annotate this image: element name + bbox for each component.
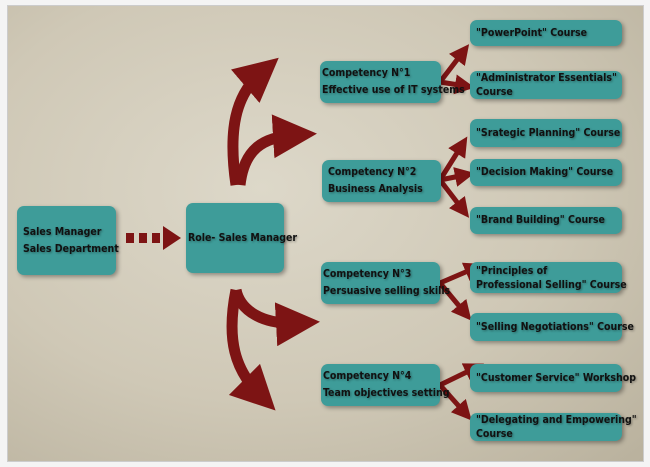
course-label: "Administrator Essentials"	[476, 72, 617, 84]
course-3: "Srategic Planning" Course	[470, 119, 622, 147]
course-2: "Administrator Essentials" Course	[470, 71, 622, 99]
course-8: "Customer Service" Workshop	[470, 364, 636, 392]
course-label-2: Professional Selling" Course	[476, 278, 627, 291]
role-box: Role- Sales Manager	[186, 203, 298, 273]
competency-title: Competency N°4	[323, 370, 412, 382]
course-label: "Srategic Planning" Course	[476, 126, 621, 139]
course-5: "Brand Building" Course	[470, 207, 622, 234]
course-label: "Selling Negotiations" Course	[476, 320, 634, 333]
course-9: "Delegating and Empowering" Course	[470, 413, 637, 441]
course-7: "Selling Negotiations" Course	[470, 313, 634, 341]
curved-arrow-down	[226, 288, 276, 411]
competency-title: Competency N°2	[328, 166, 417, 178]
course-label-2: Course	[476, 428, 513, 440]
source-box: Sales Manager Sales Department	[17, 206, 119, 275]
competency-title: Competency N°1	[322, 67, 411, 79]
competency-desc: Business Analysis	[328, 183, 423, 195]
course-1: "PowerPoint" Course	[470, 20, 622, 46]
curved-arrow-up	[227, 57, 279, 186]
competency-desc: Effective use of IT systems	[322, 84, 465, 96]
source-line2: Sales Department	[23, 242, 119, 255]
course-label: "Delegating and Empowering"	[476, 414, 637, 426]
curved-arrow-comp3	[230, 288, 320, 347]
role-label: Role- Sales Manager	[188, 231, 298, 244]
competency-title: Competency N°3	[323, 268, 412, 280]
course-label: "PowerPoint" Course	[476, 26, 588, 39]
course-label: "Customer Service" Workshop	[476, 371, 636, 384]
source-line1: Sales Manager	[23, 225, 102, 238]
curved-arrow-comp2	[234, 114, 317, 186]
course-label: "Principles of	[476, 264, 548, 277]
competency-desc: Persuasive selling skills	[323, 285, 451, 297]
course-4: "Decision Making" Course	[470, 159, 622, 186]
competency-desc: Team objectives setting	[323, 387, 450, 399]
dashed-arrow	[126, 226, 181, 250]
course-label: "Decision Making" Course	[476, 166, 614, 178]
course-label: "Brand Building" Course	[476, 214, 605, 226]
course-label-2: Course	[476, 86, 513, 98]
